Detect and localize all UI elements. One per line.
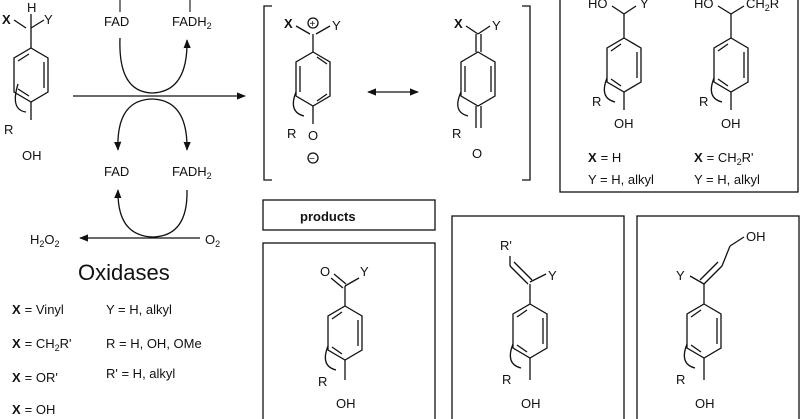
intermediate-resonance: X + Y R O − X Y R O — [263, 5, 531, 181]
hyd-right-r-ring: R — [699, 94, 708, 109]
bottom-fadh-label: FADH2 — [172, 164, 212, 181]
bottom-fad-label: FAD — [104, 164, 129, 179]
substrate-oh-label: OH — [22, 148, 42, 163]
int-left-r: R — [287, 126, 296, 141]
int-left-y: Y — [332, 18, 341, 33]
hyd-left-y-def: Y = H, alkyl — [588, 172, 654, 187]
int-left-x: X — [284, 16, 293, 31]
hyd-right-oh: OH — [721, 116, 741, 131]
def-y: Y = H, alkyl — [106, 302, 172, 317]
alcohol-oh: OH — [695, 396, 715, 411]
alkene-oh: OH — [521, 396, 541, 411]
o2-label: O2 — [205, 232, 220, 249]
hyd-right-ch2r: CH2R — [746, 0, 779, 13]
h2o2-label: H2O2 — [30, 232, 60, 249]
cofactor-top: FAD FADH2 — [104, 0, 212, 94]
definitions-list: X= Vinyl X= CH2R' X= OR' X= OH Y = H, al… — [12, 302, 202, 417]
alkene-rp: R' — [500, 238, 512, 253]
hyd-right-y-def: Y = H, alkyl — [694, 172, 760, 187]
hyd-left-r-ring: R — [592, 94, 601, 109]
enzyme-class-title: Oxidases — [78, 260, 170, 285]
int-plus-sign: + — [310, 19, 316, 30]
int-minus-sign: − — [309, 154, 315, 165]
top-fadh-label: FADH2 — [172, 14, 212, 31]
int-right-x: X — [454, 16, 463, 31]
ketone-y: Y — [360, 264, 369, 279]
def-r: R = H, OH, OMe — [106, 336, 202, 351]
def-r-prime: R' = H, alkyl — [106, 366, 175, 381]
ketone-o: O — [320, 264, 330, 279]
hyd-right-ho: HO — [694, 0, 714, 11]
products-label: products — [300, 209, 356, 224]
int-right-o: O — [472, 146, 482, 161]
hyd-left-y: Y — [640, 0, 649, 11]
hyd-right-x-def: X= CH2R' — [694, 150, 754, 167]
hyd-left-ho: HO — [588, 0, 608, 11]
product-ketone-box: O Y R OH — [262, 242, 436, 419]
int-right-y: Y — [492, 18, 501, 33]
alkene-r: R — [502, 372, 511, 387]
def-x-ch2r: X= CH2R' — [12, 336, 72, 353]
hyd-left-oh: OH — [614, 116, 634, 131]
top-fad-label: FAD — [104, 14, 129, 29]
hydration-products-box: HO Y R OH HO CH2R R OH X= H Y = H, alkyl… — [559, 0, 799, 193]
hyd-left-x-def: X= H — [588, 150, 621, 165]
alkene-y: Y — [548, 268, 557, 283]
ketone-r: R — [318, 374, 327, 389]
def-x-vinyl: X= Vinyl — [12, 302, 64, 317]
substrate-r-label: R — [4, 122, 13, 137]
alcohol-r: R — [676, 372, 685, 387]
products-label-box: products — [262, 199, 436, 231]
def-x-oh: X= OH — [12, 402, 55, 417]
substrate-y-label: Y — [44, 12, 53, 27]
product-alcohol-box: OH Y R OH — [636, 215, 800, 419]
substrate-x-label: X — [2, 12, 11, 27]
int-right-r: R — [452, 126, 461, 141]
substrate-molecule: X H Y R OH — [2, 0, 53, 163]
def-x-or: X= OR' — [12, 370, 58, 385]
alcohol-oh-top: OH — [746, 229, 766, 244]
ketone-oh: OH — [336, 396, 356, 411]
int-left-o: O — [308, 128, 318, 143]
alcohol-y: Y — [676, 268, 685, 283]
substrate-h-label: H — [27, 0, 36, 15]
oxygen-step: H2O2 O2 — [30, 232, 220, 249]
cofactor-bottom: FAD FADH2 — [104, 98, 212, 238]
product-alkene-box: R' Y R OH — [451, 215, 625, 419]
